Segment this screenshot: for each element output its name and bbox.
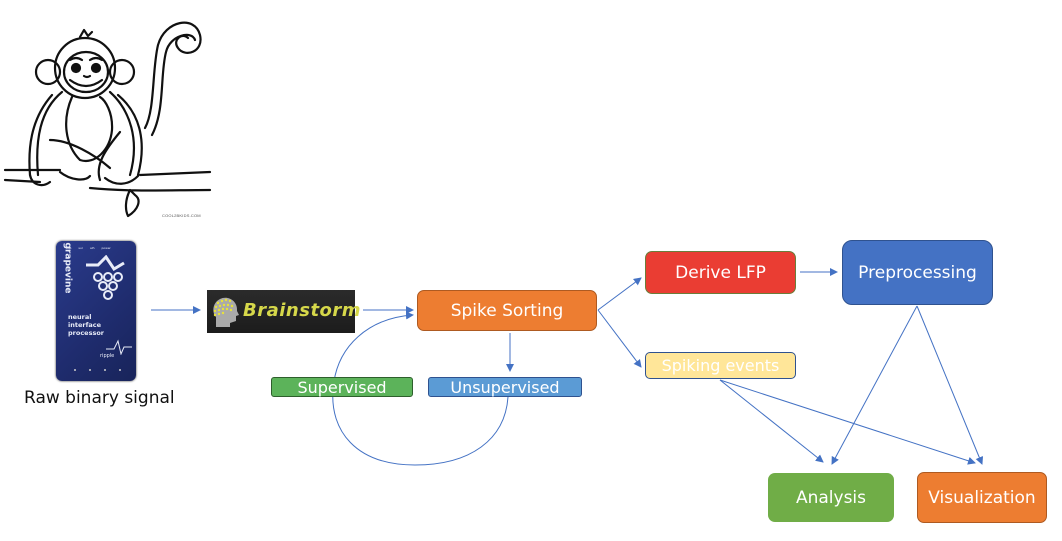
raw-signal-caption: Raw binary signal [24,388,175,408]
device-port-labels: sup sur alh power [66,246,111,250]
arrow-spiking-events-to-visualization [719,379,976,465]
monkey-head [53,36,117,100]
device-led [119,369,121,371]
monkey-ear-left [34,58,62,86]
arrow-spike-sorting-to-spiking-events [597,309,642,368]
node-spike-sorting: Spike Sorting [417,290,597,331]
arrow-spike-sorting-to-derive-lfp [597,277,642,311]
node-analysis: Analysis [768,473,894,522]
brainstorm-wordmark: Brainstorm [243,300,362,321]
monkey-leaf [124,188,140,218]
grape-logo-icon [86,255,125,300]
device-led [74,369,76,371]
node-visualization: Visualization [917,472,1047,523]
monkey-face [62,50,110,94]
arrow-preprocessing-to-analysis [831,305,918,465]
node-spiking-events: Spiking events [645,352,796,379]
monkey-illustration [3,21,212,218]
node-unsupervised: Unsupervised [428,377,582,397]
device-led [104,369,106,371]
brain-head-icon [213,297,239,327]
ripple-waveform-icon [106,339,132,355]
brainstorm-logo: Brainstorm [207,290,361,333]
arrow-preprocessing-to-visualization [916,305,984,465]
node-supervised: Supervised [271,377,413,397]
device-maker: ripple [100,353,115,359]
illustration-credit: COOL2BKIDS.COM [162,213,201,218]
node-preprocessing: Preprocessing [842,240,993,305]
node-derive-lfp: Derive LFP [645,251,796,294]
device-led [89,369,91,371]
monkey-body [65,95,114,163]
arrow-spiking-events-to-analysis [719,379,824,463]
monkey-ear-right [108,58,136,86]
device-description: neural interface processor [68,313,104,337]
arrow-feedback-loop [332,311,509,466]
neural-interface-device-image: sup sur alh power grapevine neural inter… [56,241,136,381]
monkey-tail [143,21,202,130]
